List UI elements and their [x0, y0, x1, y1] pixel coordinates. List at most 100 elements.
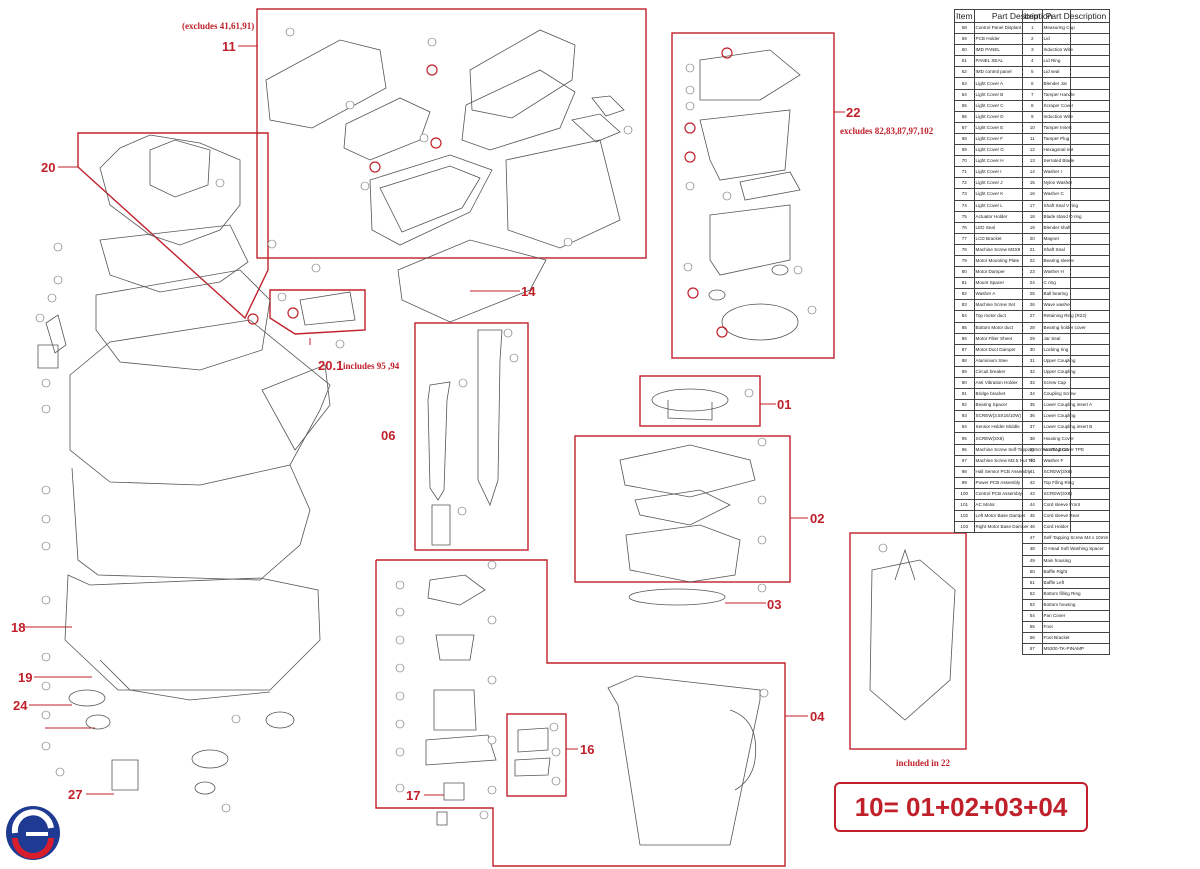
item-number: 42	[1022, 476, 1043, 489]
label-group-03: 03	[767, 597, 782, 612]
item-number: 72	[954, 177, 975, 190]
item-number: 20	[1022, 232, 1043, 245]
part-description: Washer F	[1041, 454, 1111, 467]
part-description: C ring	[1041, 277, 1111, 290]
part-description: Housing Cover TPE	[1041, 443, 1111, 456]
part-description: Blender shaft	[1041, 221, 1111, 234]
part-description: Lid	[1041, 33, 1111, 46]
item-number: 41	[1022, 465, 1043, 478]
part-description: Lid seal	[1041, 66, 1111, 79]
part-description: Baffle Right	[1041, 565, 1111, 578]
item-number: 67	[954, 121, 975, 134]
schematic-parts	[37, 29, 956, 846]
highlight-circles	[247, 47, 733, 338]
formula-text: 10= 01+02+03+04	[854, 791, 1068, 822]
box-group-02	[574, 435, 791, 583]
item-number: 31	[1022, 354, 1043, 367]
item-number: 64	[954, 88, 975, 101]
item-number: 87	[954, 343, 975, 356]
item-number: 28	[1022, 321, 1043, 334]
part-description: Tamper Insert	[1041, 121, 1111, 134]
item-number: 38	[1022, 432, 1043, 445]
item-number: 46	[1022, 521, 1043, 534]
note-includes-20-1: includes 95 ,94	[343, 361, 400, 371]
label-group-02: 02	[810, 511, 825, 526]
part-description: Lower Coupling insert A	[1041, 399, 1111, 412]
item-number: 37	[1022, 421, 1043, 434]
item-number: 101	[954, 499, 975, 512]
table-header-item: Item	[1022, 9, 1043, 23]
part-description: SCREW(3X8)	[1041, 465, 1111, 478]
part-description: Bearing sleeve	[1041, 254, 1111, 268]
part-description: Tamper Plug	[1041, 132, 1111, 146]
label-group-22: 22	[846, 105, 861, 120]
part-description: Ball bearing	[1041, 288, 1111, 301]
item-number: 4	[1022, 55, 1043, 68]
item-number: 80	[954, 266, 975, 279]
item-number: 58	[954, 21, 975, 35]
item-number: 70	[954, 155, 975, 168]
part-description: Serrated Blade	[1041, 155, 1111, 168]
part-description: Coupling Screw	[1041, 388, 1111, 401]
item-number: 18	[1022, 210, 1043, 223]
label-group-04: 04	[810, 709, 825, 724]
item-number: 16	[1022, 188, 1043, 201]
note-excludes-22: excludes 82,83,87,97,102	[840, 126, 934, 136]
item-number: 63	[954, 77, 975, 90]
item-number: 13	[1022, 155, 1043, 168]
part-description: Nylon Washer	[1041, 177, 1111, 190]
item-number: 2	[1022, 33, 1043, 46]
part-description: Lid Ring	[1041, 55, 1111, 68]
brand-logo	[6, 806, 60, 860]
box-group-04	[375, 559, 786, 867]
item-number: 78	[954, 243, 975, 256]
part-description: Retaining Ring (R22)	[1041, 310, 1111, 323]
item-number: 43	[1022, 487, 1043, 501]
item-number: 27	[1022, 310, 1043, 323]
label-group-20-1: 20.1	[318, 358, 344, 373]
item-number: 40	[1022, 454, 1043, 467]
item-number: 75	[954, 210, 975, 223]
item-number: 93	[954, 410, 975, 423]
part-description: Screw Cap	[1041, 376, 1111, 390]
item-number: 71	[954, 166, 975, 179]
part-description: Jar Seal	[1041, 332, 1111, 345]
item-number: 14	[1022, 166, 1043, 179]
box-group-22	[671, 32, 835, 359]
item-number: 95	[954, 432, 975, 445]
part-description: Induction Wire	[1041, 44, 1111, 57]
part-description: Lower Coupling insert B	[1041, 421, 1111, 434]
part-description: Cord sleeve Front	[1041, 499, 1111, 512]
item-number: 84	[954, 310, 975, 323]
group-boxes	[77, 8, 967, 867]
item-number: 90	[954, 376, 975, 390]
item-number: 73	[954, 188, 975, 201]
item-number: 99	[954, 476, 975, 489]
part-description: Washer C	[1041, 188, 1111, 201]
part-bubbles	[35, 27, 888, 820]
item-number: 102	[954, 510, 975, 523]
item-number: 81	[954, 277, 975, 290]
item-number: 25	[1022, 288, 1043, 301]
